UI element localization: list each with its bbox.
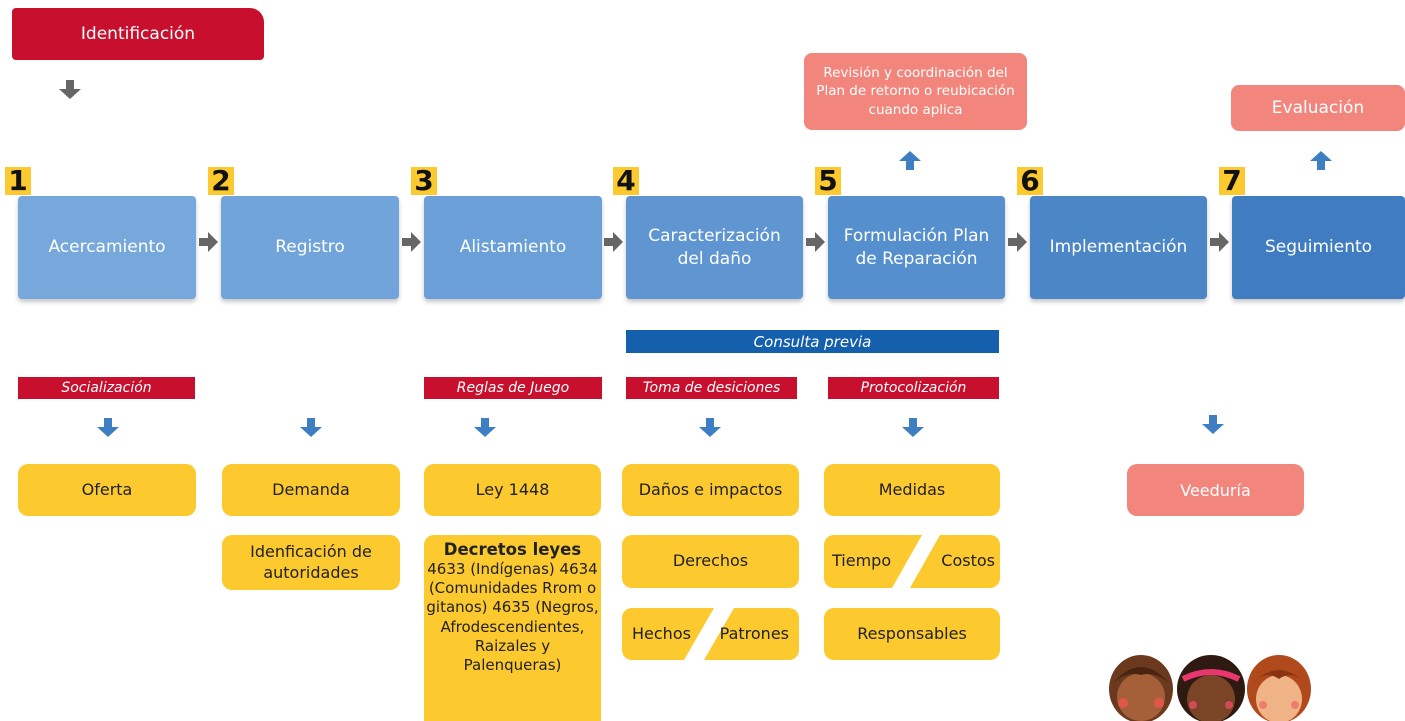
arrow-down-icon <box>95 418 121 438</box>
step-number-2: 2 <box>208 167 234 195</box>
step-box-caracterizacion: Caracterización del daño <box>626 196 803 299</box>
step-label: Caracterización del daño <box>648 225 781 269</box>
box-danos-impactos: Daños e impactos <box>622 464 799 516</box>
box-medidas: Medidas <box>824 464 1000 516</box>
decretos-body: 4633 (Indígenas) 4634 (Comunidades Rrom … <box>426 560 599 675</box>
step-box-registro: Registro <box>221 196 399 299</box>
split-divider <box>684 608 734 660</box>
box-ley-1448: Ley 1448 <box>424 464 601 516</box>
box-tiempo-costos: Tiempo Costos <box>824 535 1000 588</box>
step-box-seguimiento: Seguimiento <box>1232 196 1405 299</box>
child-face-icon <box>1109 655 1173 721</box>
box-label: Demanda <box>272 479 350 499</box>
box-veeduria: Veeduría <box>1127 464 1304 516</box>
arrow-right-icon <box>604 231 624 253</box>
phase-label: Socialización <box>61 380 152 396</box>
step-label: Seguimiento <box>1264 237 1373 258</box>
phase-label: Reglas de Juego <box>456 380 570 396</box>
step-label: Implementación <box>1049 237 1188 258</box>
arrow-down-icon <box>472 418 498 438</box>
box-label: Ley 1448 <box>475 479 550 499</box>
step-number-1: 1 <box>5 167 31 195</box>
arrow-right-icon <box>1008 231 1028 253</box>
box-label: Responsables <box>857 623 967 643</box>
phase-label: Toma de desiciones <box>642 380 781 396</box>
arrow-right-icon <box>199 231 219 253</box>
step-box-implementacion: Implementación <box>1030 196 1207 299</box>
child-face-icon <box>1247 655 1311 721</box>
consulta-previa-bar: Consulta previa <box>626 330 999 353</box>
patrones-label: Patrones <box>719 623 789 643</box>
arrow-up-icon <box>1308 150 1334 170</box>
phase-toma-de-decisiones: Toma de desiciones <box>626 377 797 399</box>
tiempo-label: Tiempo <box>832 551 892 571</box>
evaluacion-box: Evaluación <box>1231 85 1405 131</box>
box-label: Veeduría <box>1180 480 1251 500</box>
decretos-title: Decretos leyes <box>443 540 582 559</box>
step-number-4: 4 <box>613 167 639 195</box>
step-label: Acercamiento <box>48 237 166 258</box>
box-oferta: Oferta <box>18 464 196 516</box>
phase-label: Protocolización <box>860 380 967 396</box>
arrow-up-icon <box>897 150 923 170</box>
revision-label: Revisión y coordinación del Plan de reto… <box>816 65 1015 118</box>
arrow-down-icon <box>697 418 723 438</box>
identificacion-banner: Identificación <box>12 8 264 60</box>
phase-socializacion: Socialización <box>18 377 195 399</box>
arrow-down-icon <box>900 418 926 438</box>
step-label: Formulación Plan de Reparación <box>843 225 990 269</box>
arrow-down-icon <box>57 80 83 100</box>
evaluacion-label: Evaluación <box>1271 98 1365 118</box>
box-label: Daños e impactos <box>638 479 783 499</box>
step-box-formulacion: Formulación Plan de Reparación <box>828 196 1005 299</box>
step-label: Registro <box>275 237 345 258</box>
step-box-alistamiento: Alistamiento <box>424 196 602 299</box>
split-divider <box>892 535 940 588</box>
arrow-down-icon <box>298 418 324 438</box>
box-demanda: Demanda <box>222 464 400 516</box>
box-hechos-patrones: Hechos Patrones <box>622 608 799 660</box>
revision-box: Revisión y coordinación del Plan de reto… <box>804 53 1027 130</box>
children-illustration <box>1105 645 1315 721</box>
box-label: Medidas <box>878 479 946 499</box>
arrow-right-icon <box>402 231 422 253</box>
box-label: Idenficación de autoridades <box>250 541 372 582</box>
arrow-right-icon <box>1210 231 1230 253</box>
step-box-acercamiento: Acercamiento <box>18 196 196 299</box>
box-label: Oferta <box>81 479 133 499</box>
box-label: Derechos <box>672 551 749 571</box>
step-number-3: 3 <box>411 167 437 195</box>
step-label: Alistamiento <box>459 237 567 258</box>
hechos-label: Hechos <box>632 623 691 643</box>
box-decretos-leyes: Decretos leyes 4633 (Indígenas) 4634 (Co… <box>424 535 601 721</box>
phase-reglas-de-juego: Reglas de Juego <box>424 377 602 399</box>
step-number-7: 7 <box>1219 167 1245 195</box>
box-identificacion-autoridades: Idenficación de autoridades <box>222 535 400 590</box>
child-face-icon <box>1177 655 1245 721</box>
arrow-right-icon <box>806 231 826 253</box>
arrow-down-icon <box>1200 415 1226 435</box>
phase-protocolizacion: Protocolización <box>828 377 999 399</box>
costos-label: Costos <box>941 551 995 571</box>
box-responsables: Responsables <box>824 608 1000 660</box>
step-number-6: 6 <box>1017 167 1043 195</box>
step-number-5: 5 <box>815 167 841 195</box>
consulta-previa-label: Consulta previa <box>753 332 872 351</box>
box-derechos: Derechos <box>622 535 799 588</box>
identificacion-label: Identificación <box>80 24 196 44</box>
